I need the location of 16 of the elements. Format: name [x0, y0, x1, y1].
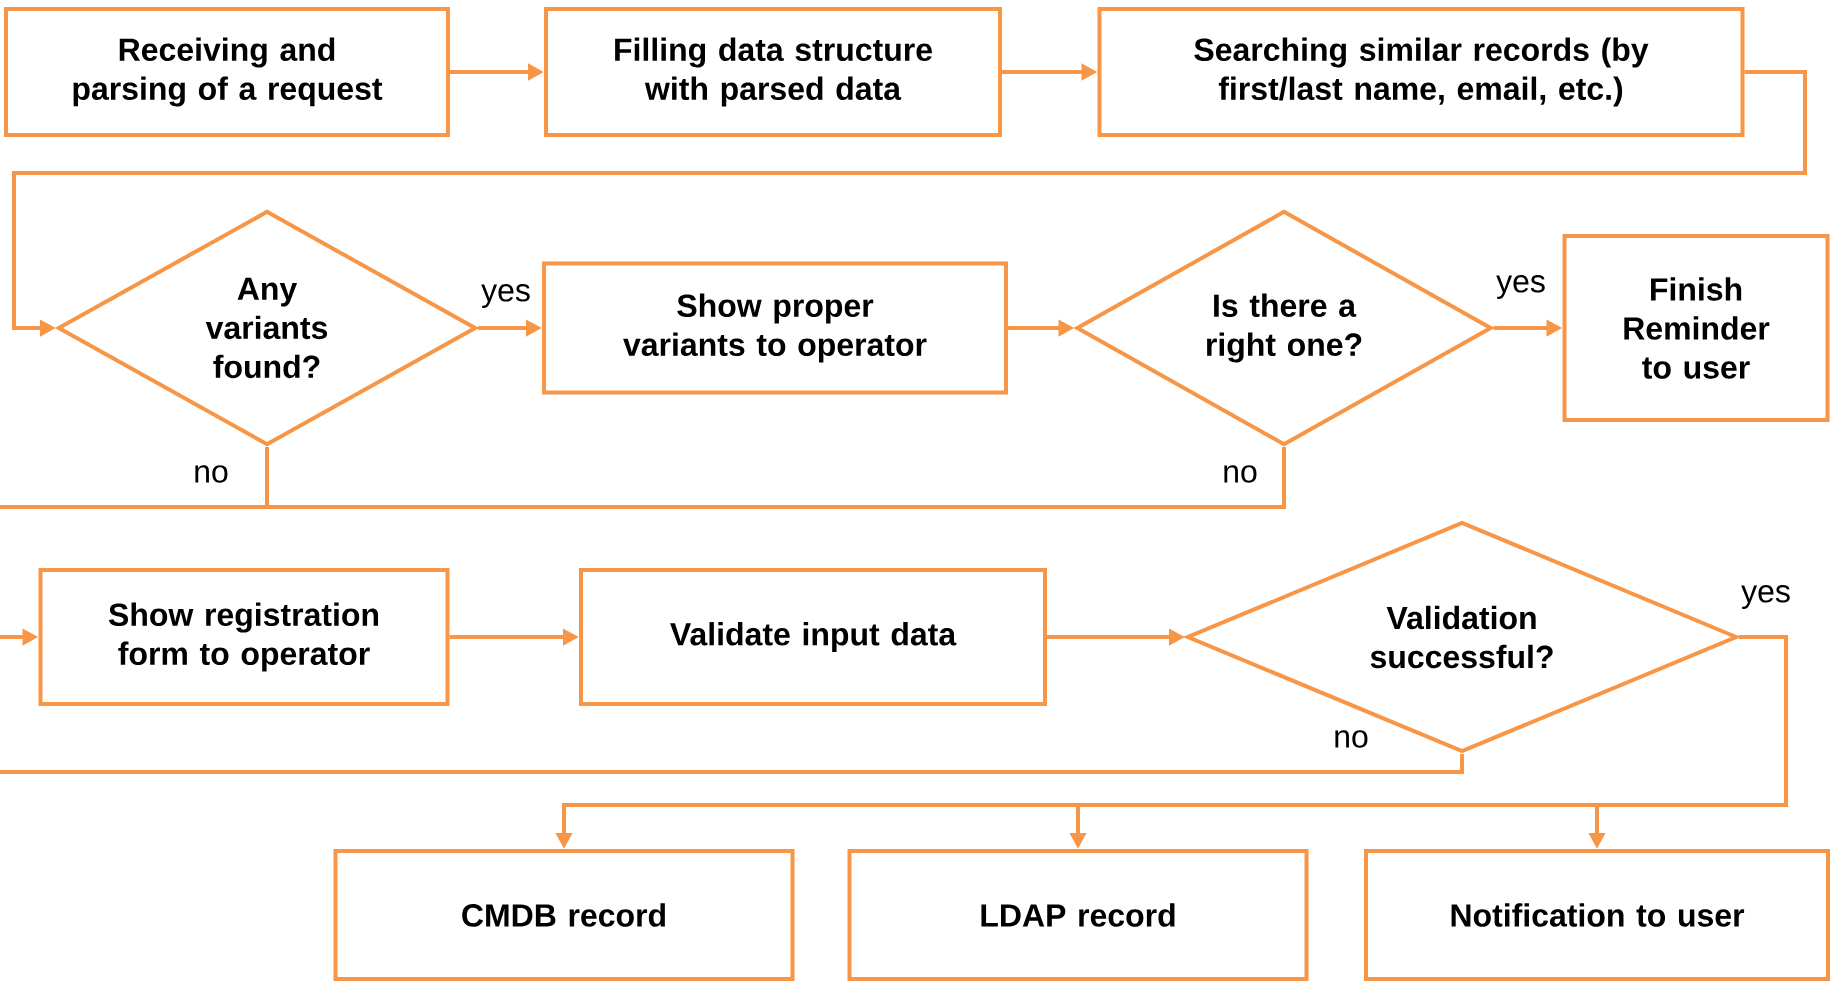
edge-label: no — [1331, 728, 1371, 750]
process-box: Filling data structure with parsed data — [544, 7, 1002, 137]
process-box: Finish Reminder to user — [1562, 234, 1830, 422]
process-box: LDAP record — [847, 849, 1309, 981]
process-box: CMDB record — [333, 849, 795, 981]
edge-label: no — [1220, 463, 1260, 485]
process-box: Notification to user — [1364, 849, 1830, 981]
process-box: Receiving and parsing of a request — [4, 7, 450, 137]
edge-label: yes — [1494, 273, 1548, 301]
edge-label: yes — [479, 282, 533, 310]
process-box: Validate input data — [579, 568, 1047, 706]
process-box: Searching similar records (by first/last name, email, etc.) — [1097, 7, 1745, 137]
edge-label: yes — [1739, 583, 1793, 611]
edge-label: no — [191, 463, 231, 485]
process-box: Show registration form to operator — [38, 568, 450, 706]
process-box: Show proper variants to operator — [542, 261, 1008, 395]
